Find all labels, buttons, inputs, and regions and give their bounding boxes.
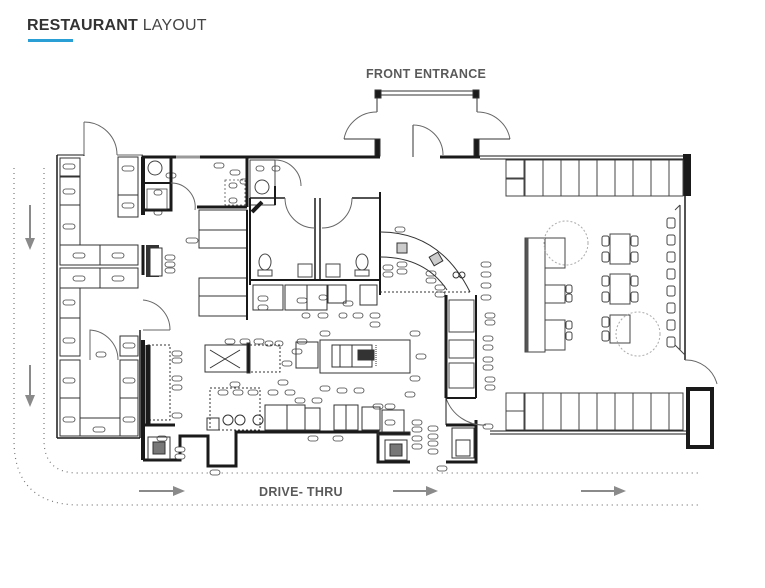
office-utility-rooms bbox=[141, 155, 302, 212]
front-entrance-label: FRONT ENTRANCE bbox=[366, 67, 487, 81]
page-title: RESTAURANT LAYOUT bbox=[27, 17, 207, 35]
front-entrance-vestibule bbox=[343, 89, 511, 157]
drive-thru-arrows bbox=[25, 205, 626, 496]
title-accent-bar bbox=[28, 39, 73, 42]
drive-thru-lane bbox=[13, 168, 700, 506]
dining-booths-south bbox=[505, 392, 684, 431]
drive-thru-label: DRIVE- THRU bbox=[259, 485, 343, 499]
arrow-down-icon bbox=[25, 205, 35, 250]
service-counter bbox=[379, 231, 471, 293]
back-doors bbox=[83, 121, 171, 361]
kitchen-shelving-column bbox=[146, 209, 248, 320]
kitchen-cooler-column bbox=[444, 295, 487, 426]
dining-tables bbox=[524, 204, 686, 357]
arrow-right-icon bbox=[393, 486, 438, 496]
storage-shelving bbox=[59, 156, 139, 437]
kitchen-equipment bbox=[143, 284, 476, 461]
arrow-down-icon bbox=[25, 365, 35, 407]
restrooms bbox=[249, 192, 381, 295]
page-title-bold: RESTAURANT bbox=[27, 17, 139, 34]
page-title-light: LAYOUT bbox=[142, 17, 207, 34]
arrow-right-icon bbox=[139, 486, 185, 496]
dining-booths-north bbox=[505, 159, 684, 197]
arrow-right-icon bbox=[581, 486, 626, 496]
